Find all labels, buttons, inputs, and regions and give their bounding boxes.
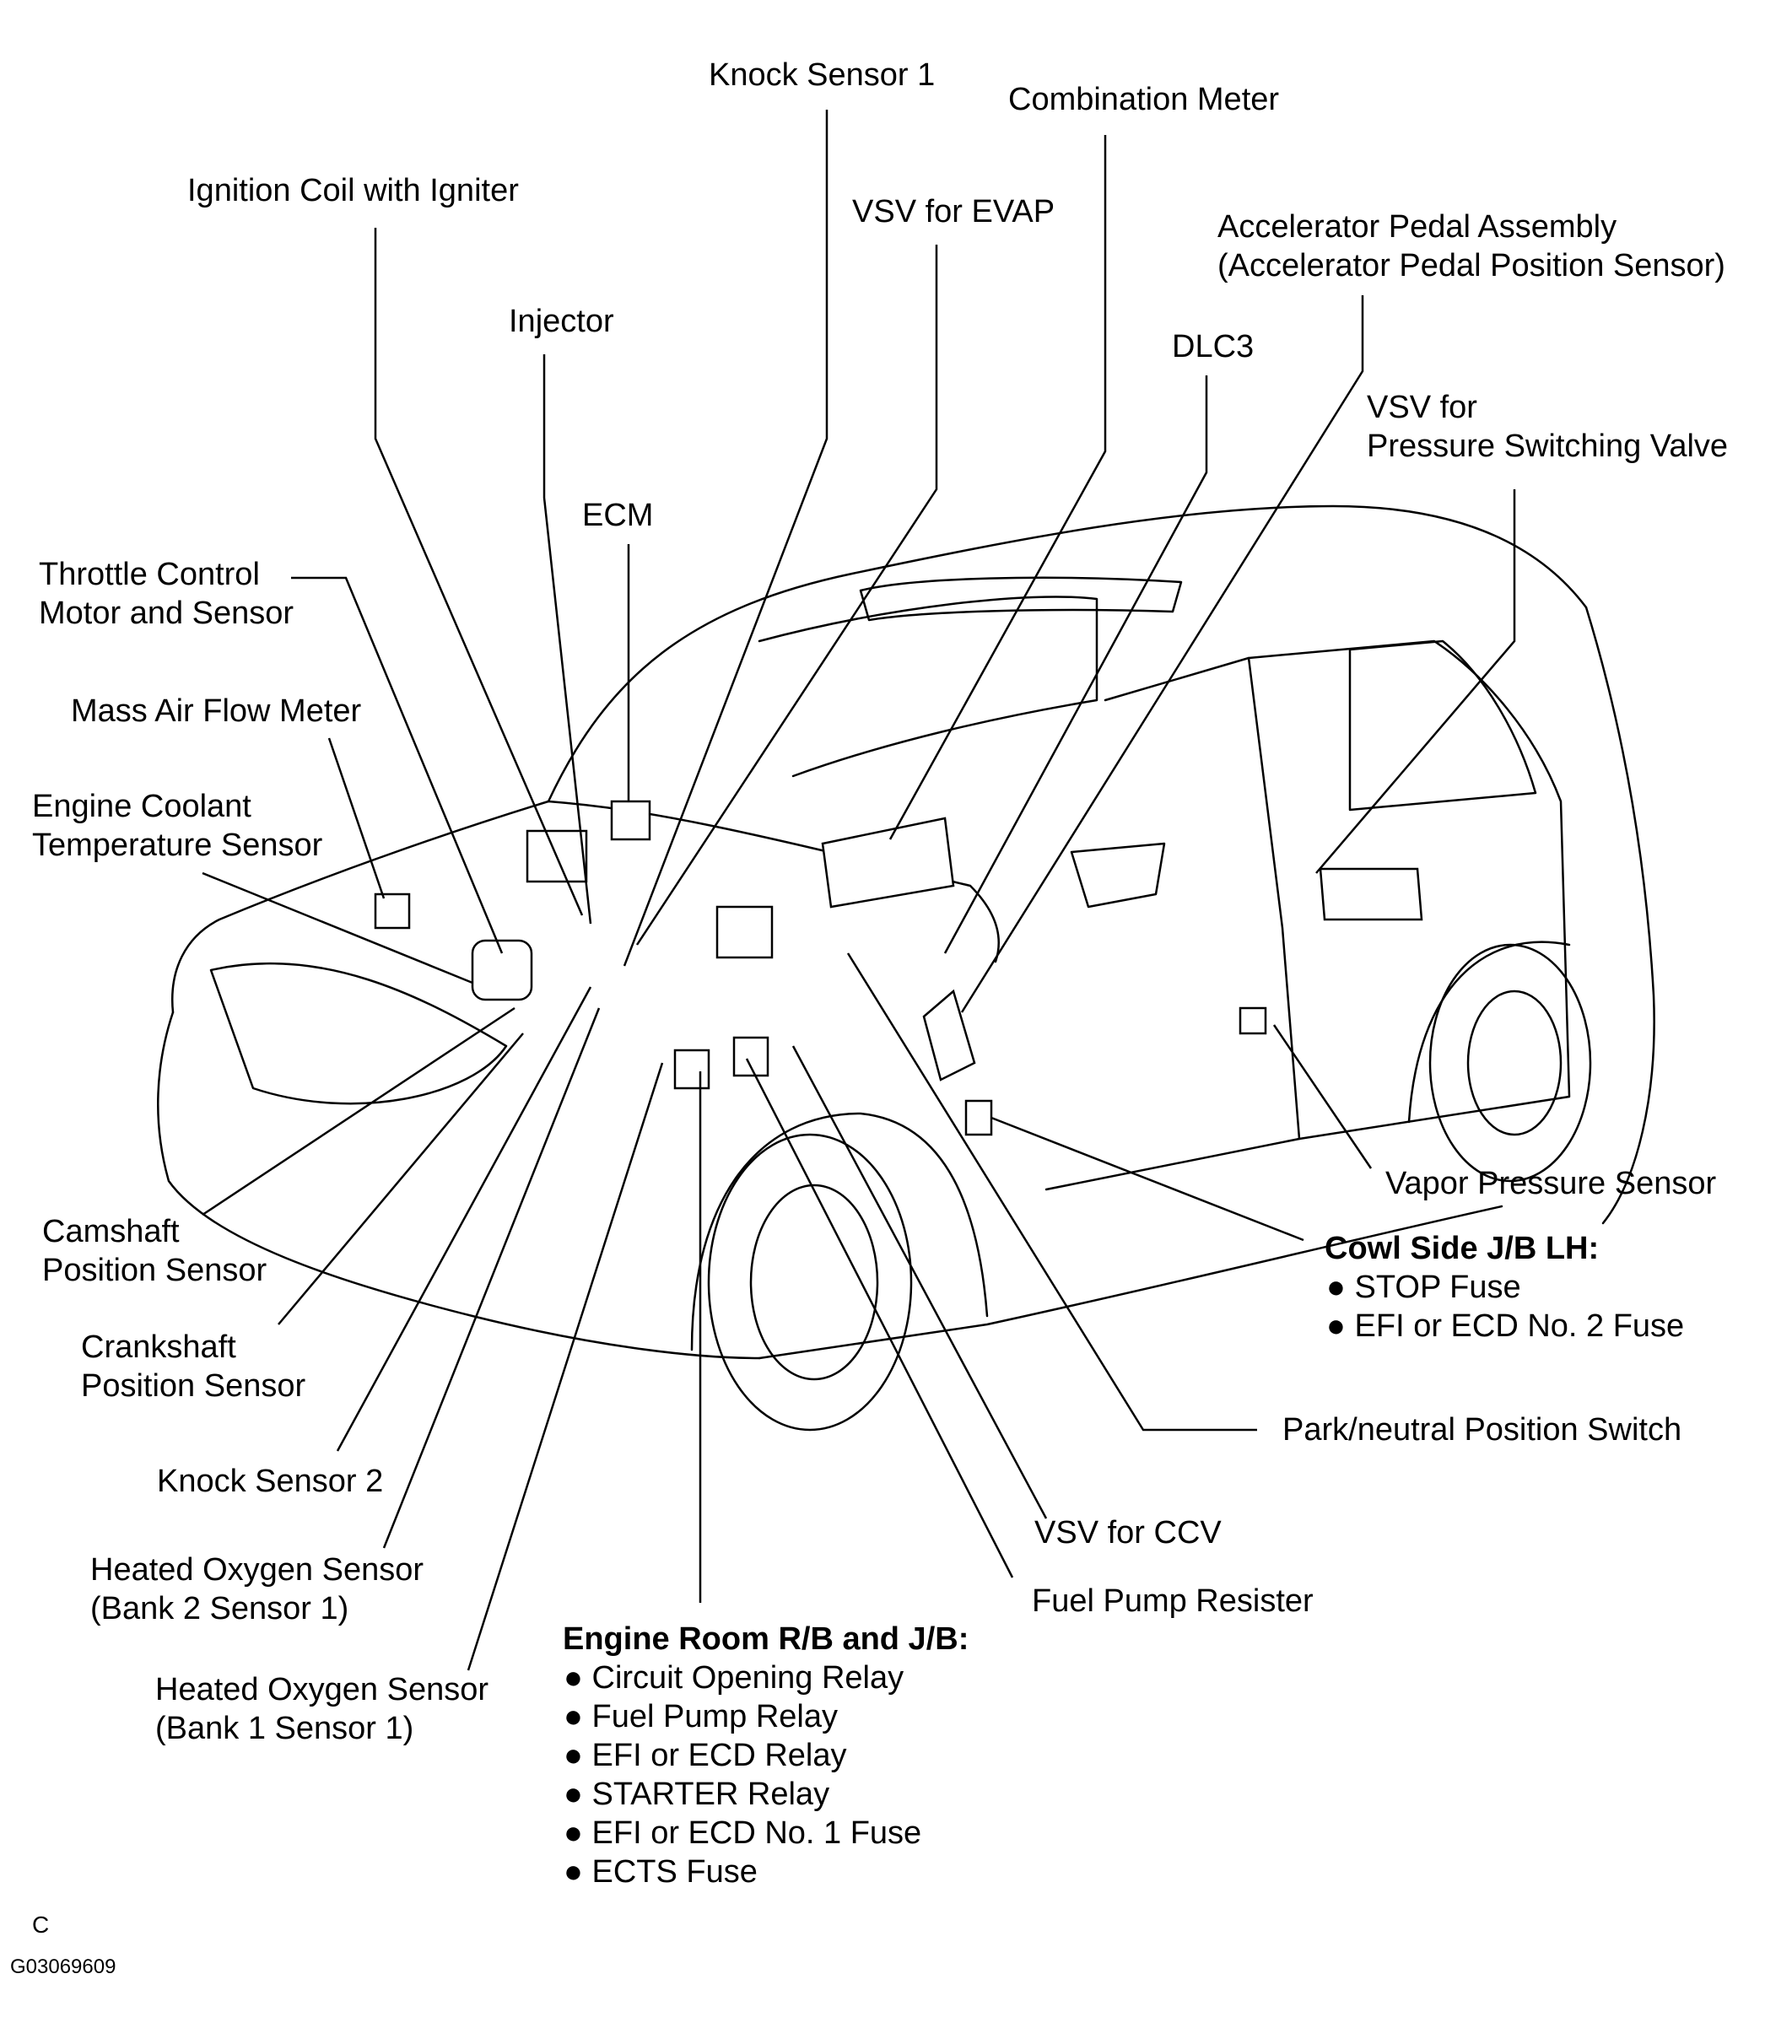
vehicle-front-bumper	[157, 1011, 761, 1360]
leader-injector	[542, 354, 592, 925]
label-accel-pedal-line2: (Accelerator Pedal Position Sensor)	[1217, 248, 1725, 283]
rear-wheel-arch	[1407, 941, 1571, 1124]
vehicle-rear-outline	[1584, 606, 1655, 1225]
engine-room-item: STARTER Relay	[564, 1775, 830, 1814]
engine-room-item: EFI or ECD Relay	[564, 1736, 847, 1775]
label-crankshaft-line2: Position Sensor	[81, 1368, 306, 1404]
vehicle-roof-outline	[547, 504, 1588, 803]
cowl-side-item: STOP Fuse	[1326, 1268, 1521, 1307]
vehicle-front-door	[1044, 656, 1301, 1191]
leader-ect	[202, 871, 473, 984]
label-vsv-evap: VSV for EVAP	[852, 194, 1055, 229]
leader-accel-pedal	[960, 295, 1364, 1013]
engine-room-item: Circuit Opening Relay	[564, 1658, 904, 1697]
label-camshaft-line1: Camshaft	[42, 1214, 180, 1249]
leader-vsv-evap	[635, 245, 938, 946]
label-ho2-bank2-line2: (Bank 2 Sensor 1)	[90, 1591, 349, 1626]
label-ho2-bank2-line1: Heated Oxygen Sensor	[90, 1552, 424, 1588]
label-vsv-psv-line2: Pressure Switching Valve	[1367, 429, 1729, 464]
front-wheel-outer	[707, 1133, 913, 1432]
engine-room-item: Fuel Pump Relay	[564, 1697, 838, 1736]
label-throttle-line2: Motor and Sensor	[39, 596, 294, 631]
leader-knock-sensor-1	[623, 110, 829, 967]
label-fuel-pump-resister: Fuel Pump Resister	[1032, 1583, 1314, 1619]
leader-ho2-b2	[382, 1007, 601, 1549]
footer-code: G03069609	[10, 1955, 116, 1978]
leader-vapor-pressure	[1272, 1024, 1373, 1169]
engine-room-item: ECTS Fuse	[564, 1853, 758, 1891]
vehicle-hood-outline	[171, 800, 550, 1014]
front-wheel-inner	[749, 1184, 879, 1381]
label-vapor-pressure: Vapor Pressure Sensor	[1385, 1166, 1717, 1201]
leader-combination-meter	[888, 135, 1107, 840]
front-wheel-arch	[690, 1112, 989, 1351]
label-injector: Injector	[509, 304, 614, 339]
label-ho2-bank1-line1: Heated Oxygen Sensor	[155, 1672, 489, 1707]
leader-ho2-b1	[467, 1062, 664, 1671]
leader-crankshaft	[278, 1033, 524, 1325]
throttle-body	[471, 939, 533, 1001]
vehicle-lower-side	[758, 1205, 1503, 1360]
label-throttle-line1: Throttle Control	[39, 557, 260, 592]
accelerator-pedal	[922, 989, 976, 1081]
label-knock-sensor-2: Knock Sensor 2	[157, 1464, 384, 1499]
label-crankshaft-line1: Crankshaft	[81, 1329, 236, 1365]
label-park-neutral: Park/neutral Position Switch	[1282, 1412, 1682, 1448]
relay-box-1	[673, 1049, 710, 1090]
label-dlc3: DLC3	[1172, 329, 1255, 364]
leader-throttle	[291, 576, 504, 954]
cowl-side-title: Cowl Side J/B LH:	[1325, 1231, 1600, 1266]
rear-wheel-outer	[1428, 943, 1592, 1183]
engine-room-item: EFI or ECD No. 1 Fuse	[564, 1814, 922, 1853]
cowl-side-item: EFI or ECD No. 2 Fuse	[1326, 1307, 1685, 1346]
label-vsv-psv-line1: VSV for	[1367, 390, 1477, 425]
leader-ignition-coil	[374, 228, 584, 916]
leader-fuel-pump-resister	[745, 1058, 1014, 1578]
maf-meter	[374, 893, 411, 930]
label-knock-sensor-1: Knock Sensor 1	[709, 57, 936, 93]
vehicle-rear-door	[1247, 639, 1571, 1141]
label-maf: Mass Air Flow Meter	[71, 693, 362, 729]
label-combination-meter: Combination Meter	[1008, 82, 1280, 117]
leader-maf	[327, 737, 386, 899]
leader-park-neutral	[846, 952, 1257, 1432]
label-ect-line1: Engine Coolant	[32, 789, 251, 824]
leader-cowl-jb	[990, 1116, 1304, 1242]
reservoir	[715, 905, 774, 959]
engine-room-title: Engine Room R/B and J/B:	[563, 1621, 969, 1657]
leader-knock-sensor-2	[336, 986, 592, 1452]
label-ecm: ECM	[582, 498, 654, 533]
cowl-jb	[964, 1099, 993, 1136]
vehicle-windshield	[758, 596, 1098, 778]
combination-meter-box	[821, 817, 955, 909]
vehicle-sunroof	[859, 576, 1183, 622]
vehicle-grille	[209, 962, 508, 1105]
leader-vsv-psv	[1315, 489, 1516, 874]
label-camshaft-line2: Position Sensor	[42, 1253, 267, 1288]
vapor-pressure-sensor-body	[1239, 1006, 1267, 1035]
canister	[1319, 867, 1423, 921]
footer-letter: C	[32, 1912, 50, 1938]
side-mirror	[1070, 842, 1166, 909]
label-ect-line2: Temperature Sensor	[32, 828, 323, 863]
label-ho2-bank1-line2: (Bank 1 Sensor 1)	[155, 1711, 414, 1746]
leader-dlc3	[943, 375, 1208, 954]
label-accel-pedal-line1: Accelerator Pedal Assembly	[1217, 209, 1617, 245]
rear-wheel-inner	[1466, 990, 1563, 1136]
leader-camshaft	[202, 1006, 515, 1216]
label-ignition-coil: Ignition Coil with Igniter	[187, 173, 519, 208]
ecm-box	[610, 800, 651, 841]
label-vsv-ccv: VSV for CCV	[1034, 1515, 1222, 1551]
relay-box-2	[732, 1036, 769, 1077]
vehicle-rear-window	[1348, 639, 1537, 812]
leader-vsv-ccv	[791, 1045, 1048, 1519]
